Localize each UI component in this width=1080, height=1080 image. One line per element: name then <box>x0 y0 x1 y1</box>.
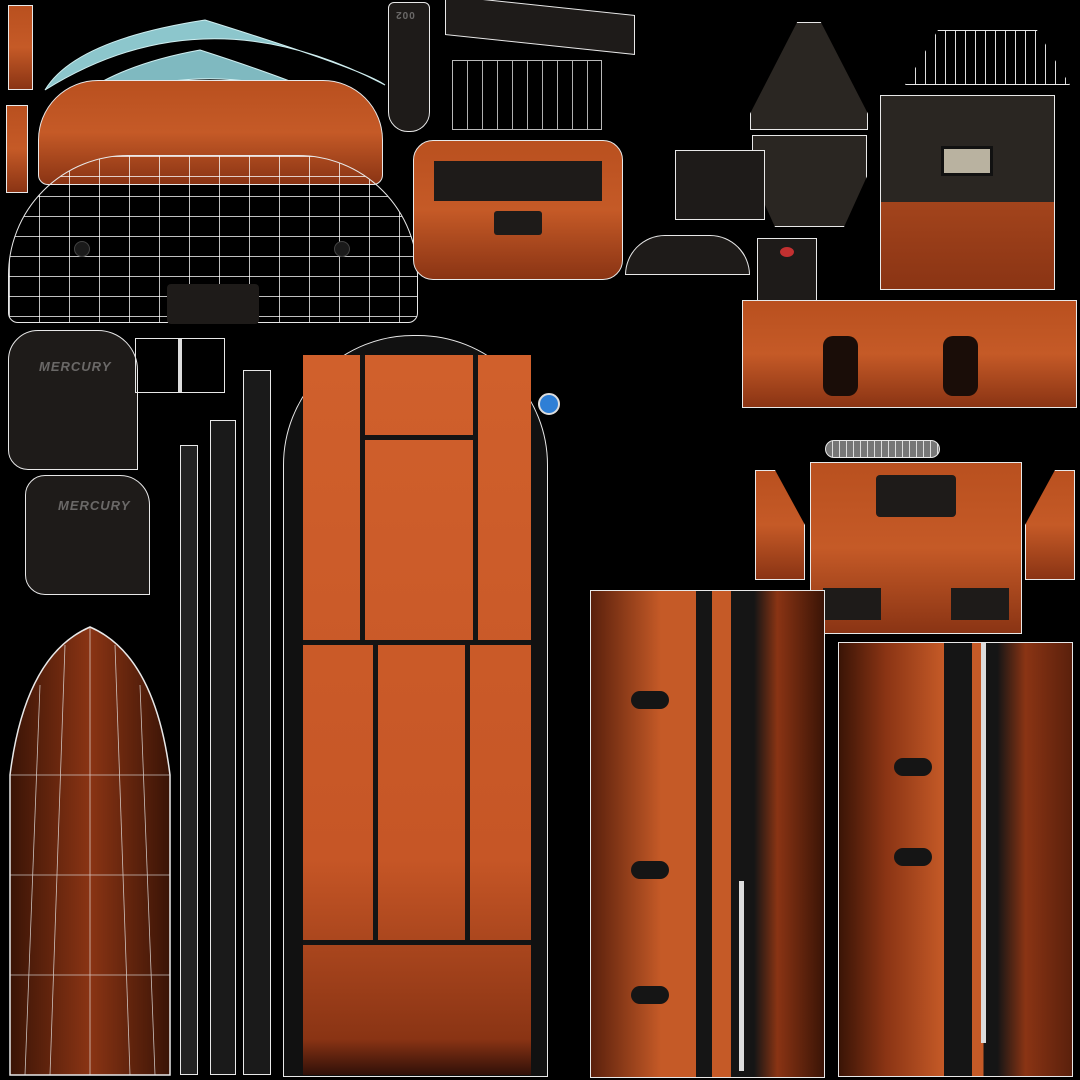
motor-cowl-upper: MERCURY <box>8 330 138 470</box>
hull-side-right <box>838 642 1073 1077</box>
side-strip-1 <box>8 5 33 90</box>
seat-number-label: 002 <box>395 9 415 20</box>
side-wedge-right <box>1025 470 1075 580</box>
red-light <box>780 247 794 257</box>
gunwale-strip-3 <box>243 370 271 1075</box>
cleat <box>631 861 669 879</box>
seat-piece: 002 <box>388 2 430 132</box>
seat-box-vent <box>823 588 881 620</box>
gunwale-strip-2 <box>210 420 236 1075</box>
bolt <box>334 241 350 257</box>
cleat <box>894 848 932 866</box>
console-front <box>752 135 867 227</box>
deck-floor <box>303 355 531 1075</box>
fan-piece <box>905 30 1070 85</box>
side-strip-2 <box>6 105 28 193</box>
cockpit-console <box>413 140 623 280</box>
side-panel-upper <box>742 300 1077 408</box>
transom-panel <box>8 155 418 324</box>
console-recess <box>434 161 602 201</box>
rail-piece <box>445 0 635 55</box>
grill-piece <box>825 440 940 458</box>
drain-plug-icon <box>538 393 560 415</box>
hull-side-left <box>590 590 825 1078</box>
console-plate <box>494 211 542 235</box>
dashboard-panel <box>880 95 1055 290</box>
motor-cowl-lower: MERCURY <box>25 475 150 595</box>
cleat <box>631 986 669 1004</box>
grab-rope <box>739 881 744 1071</box>
seat-box <box>810 462 1022 634</box>
gps-screen <box>941 146 993 176</box>
side-wedge-left <box>755 470 805 580</box>
recess <box>823 336 858 396</box>
grab-rope <box>981 643 986 1043</box>
windshield-upper <box>44 19 386 91</box>
small-parts <box>452 60 602 130</box>
gunwale-strip-1 <box>180 445 198 1075</box>
seat-box-vent <box>951 588 1009 620</box>
bolt <box>74 241 90 257</box>
cleat <box>631 691 669 709</box>
console-top <box>750 22 868 130</box>
seat-box-plate <box>876 475 956 517</box>
motor-bracket <box>135 338 225 393</box>
part-dome <box>625 235 750 275</box>
mercury-logo-bottom: MERCURY <box>58 498 131 513</box>
mercury-logo-top: MERCURY <box>39 359 112 374</box>
transom-plate <box>167 284 259 324</box>
part-block <box>675 150 765 220</box>
recess <box>943 336 978 396</box>
cleat <box>894 758 932 776</box>
hull-bottom <box>9 626 171 1076</box>
